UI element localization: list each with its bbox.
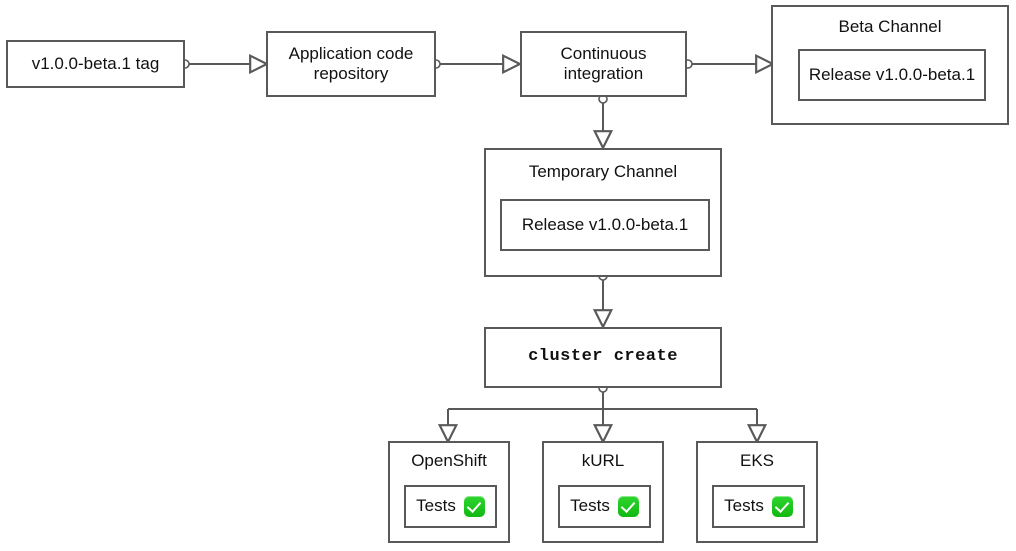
node-beta-channel-title: Beta Channel (838, 17, 942, 36)
node-temporary-channel-release[interactable]: Release v1.0.0-beta.1 (500, 199, 710, 251)
tests-row: Tests (570, 496, 639, 517)
node-eks-title: EKS (739, 451, 775, 470)
node-tag-label: v1.0.0-beta.1 tag (31, 53, 160, 73)
node-openshift[interactable]: OpenShift Tests (388, 441, 510, 543)
node-continuous-integration[interactable]: Continuous integration (520, 31, 687, 97)
node-application-code-repository[interactable]: Application code repository (266, 31, 436, 97)
node-tag[interactable]: v1.0.0-beta.1 tag (6, 40, 185, 88)
node-kurl-title: kURL (581, 451, 625, 470)
check-mark-icon (463, 496, 485, 517)
node-cluster-create[interactable]: cluster create (484, 327, 722, 388)
node-temporary-channel-title: Temporary Channel (528, 162, 678, 181)
node-continuous-integration-label: Continuous integration (560, 43, 647, 83)
node-openshift-tests-label: Tests (416, 496, 456, 516)
node-temporary-channel-release-label: Release v1.0.0-beta.1 (521, 214, 689, 234)
node-beta-channel-release-label: Release v1.0.0-beta.1 (808, 64, 976, 84)
node-eks[interactable]: EKS Tests (696, 441, 818, 543)
node-beta-channel-release[interactable]: Release v1.0.0-beta.1 (798, 49, 986, 101)
tests-row: Tests (416, 496, 485, 517)
node-temporary-channel[interactable]: Temporary Channel Release v1.0.0-beta.1 (484, 148, 722, 277)
node-openshift-title: OpenShift (411, 451, 487, 470)
node-kurl-tests-label: Tests (570, 496, 610, 516)
node-openshift-tests[interactable]: Tests (404, 485, 497, 528)
node-kurl-tests[interactable]: Tests (558, 485, 651, 528)
node-application-code-repository-label: Application code repository (288, 43, 414, 83)
node-eks-tests[interactable]: Tests (712, 485, 805, 528)
check-mark-icon (617, 496, 639, 517)
tests-row: Tests (724, 496, 793, 517)
check-mark-icon (771, 496, 793, 517)
node-beta-channel[interactable]: Beta Channel Release v1.0.0-beta.1 (771, 5, 1009, 125)
node-kurl[interactable]: kURL Tests (542, 441, 664, 543)
node-cluster-create-label: cluster create (528, 347, 678, 367)
node-eks-tests-label: Tests (724, 496, 764, 516)
